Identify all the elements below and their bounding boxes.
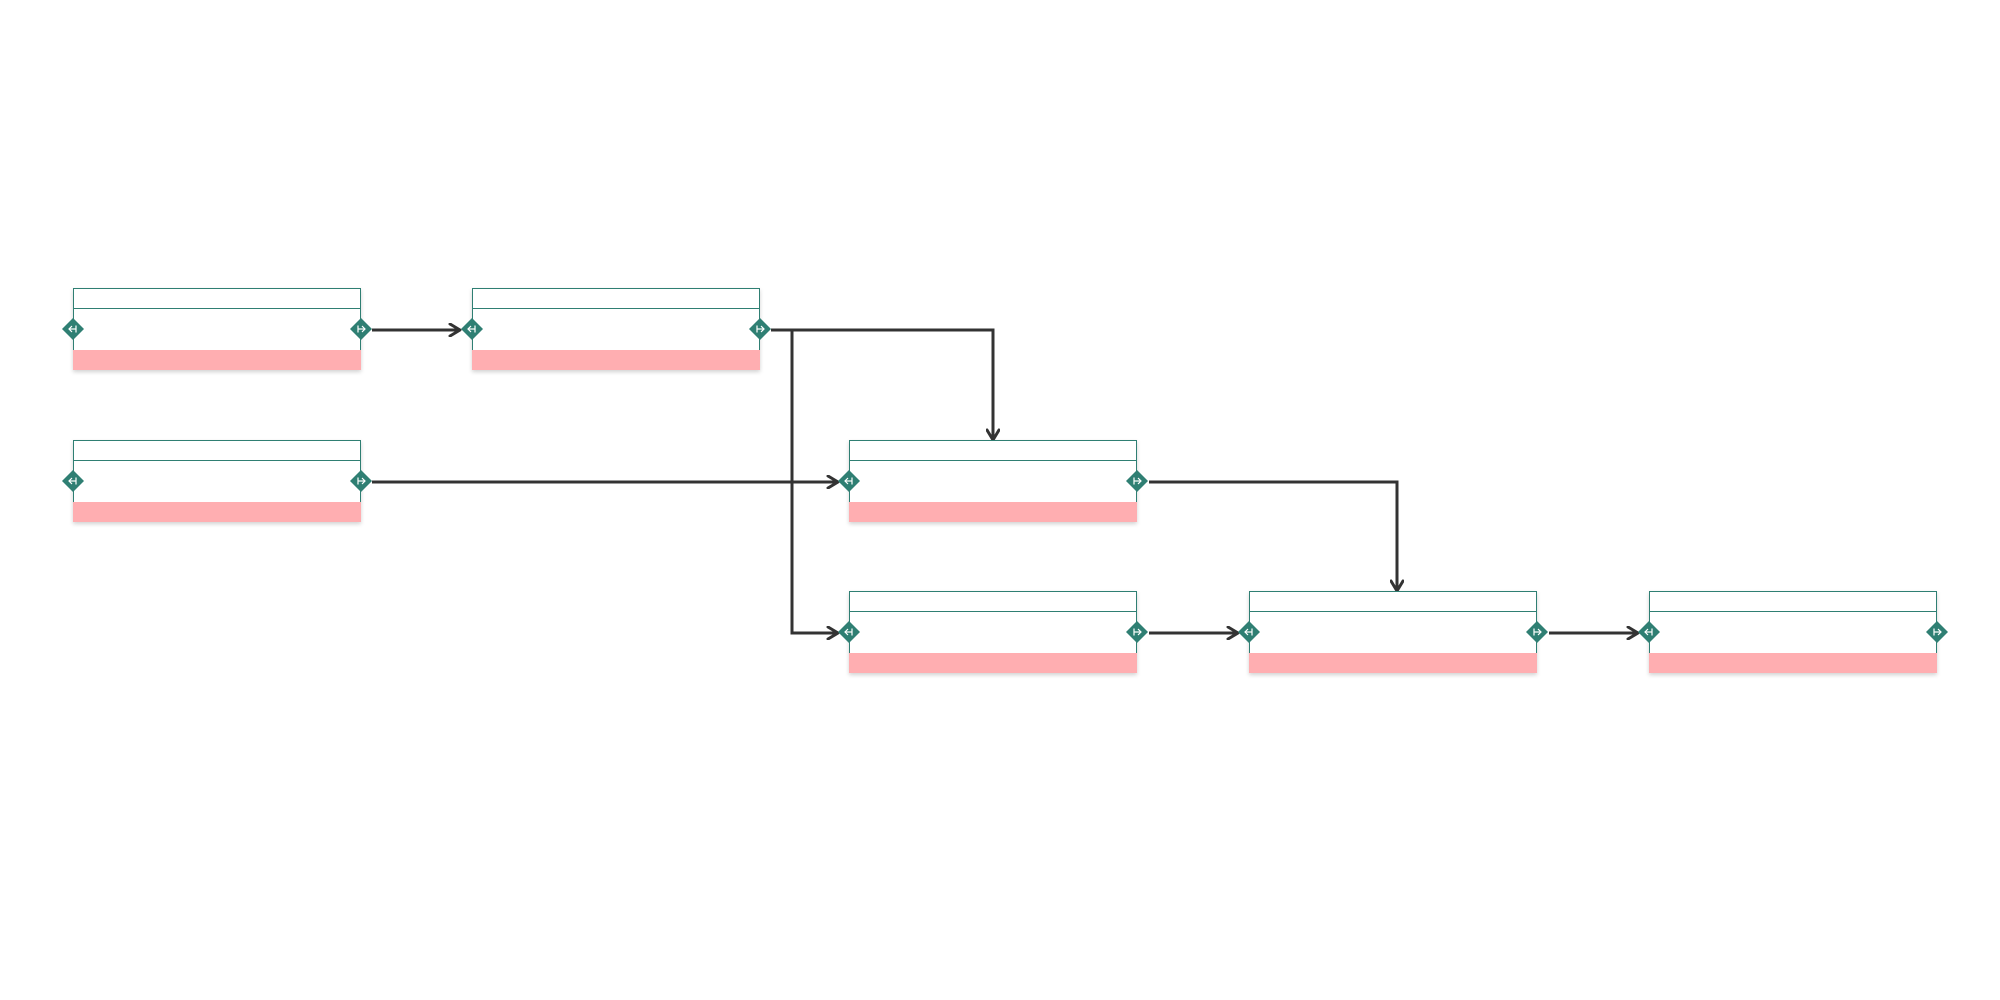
task-label[interactable] — [73, 460, 361, 502]
start-port-icon[interactable] — [62, 318, 84, 340]
connector-task-2-task-4[interactable] — [771, 328, 993, 440]
task-progress-bar — [1249, 653, 1537, 673]
task-label[interactable] — [849, 611, 1137, 653]
end-port-icon[interactable] — [350, 318, 372, 340]
task-node[interactable] — [62, 288, 372, 370]
task-header — [849, 591, 1137, 611]
task-label[interactable] — [849, 460, 1137, 502]
start-port-icon[interactable] — [838, 470, 860, 492]
task-progress-bar — [472, 350, 760, 370]
end-port-icon[interactable] — [1526, 621, 1548, 643]
task-header — [849, 440, 1137, 460]
start-port-icon[interactable] — [838, 621, 860, 643]
task-node[interactable] — [838, 591, 1148, 673]
task-progress-bar — [849, 502, 1137, 522]
task-header — [1249, 591, 1537, 611]
end-port-icon[interactable] — [1926, 621, 1948, 643]
task-node[interactable] — [838, 440, 1148, 522]
end-port-icon[interactable] — [749, 318, 771, 340]
task-label[interactable] — [1249, 611, 1537, 653]
task-node[interactable] — [1638, 591, 1948, 673]
connector-task-2-task-5[interactable] — [790, 330, 838, 633]
start-port-icon[interactable] — [62, 470, 84, 492]
end-port-icon[interactable] — [1126, 621, 1148, 643]
end-port-icon[interactable] — [1126, 470, 1148, 492]
task-label[interactable] — [472, 308, 760, 350]
task-node[interactable] — [62, 440, 372, 522]
task-progress-bar — [73, 350, 361, 370]
task-node[interactable] — [1238, 591, 1548, 673]
task-progress-bar — [1649, 653, 1937, 673]
task-header — [73, 440, 361, 460]
end-port-icon[interactable] — [350, 470, 372, 492]
task-header — [472, 288, 760, 308]
connector-task-4-task-6[interactable] — [1149, 480, 1397, 591]
task-label[interactable] — [73, 308, 361, 350]
task-header — [73, 288, 361, 308]
task-header — [1649, 591, 1937, 611]
start-port-icon[interactable] — [1638, 621, 1660, 643]
start-port-icon[interactable] — [461, 318, 483, 340]
start-port-icon[interactable] — [1238, 621, 1260, 643]
task-progress-bar — [73, 502, 361, 522]
task-node[interactable] — [461, 288, 771, 370]
task-progress-bar — [849, 653, 1137, 673]
task-label[interactable] — [1649, 611, 1937, 653]
